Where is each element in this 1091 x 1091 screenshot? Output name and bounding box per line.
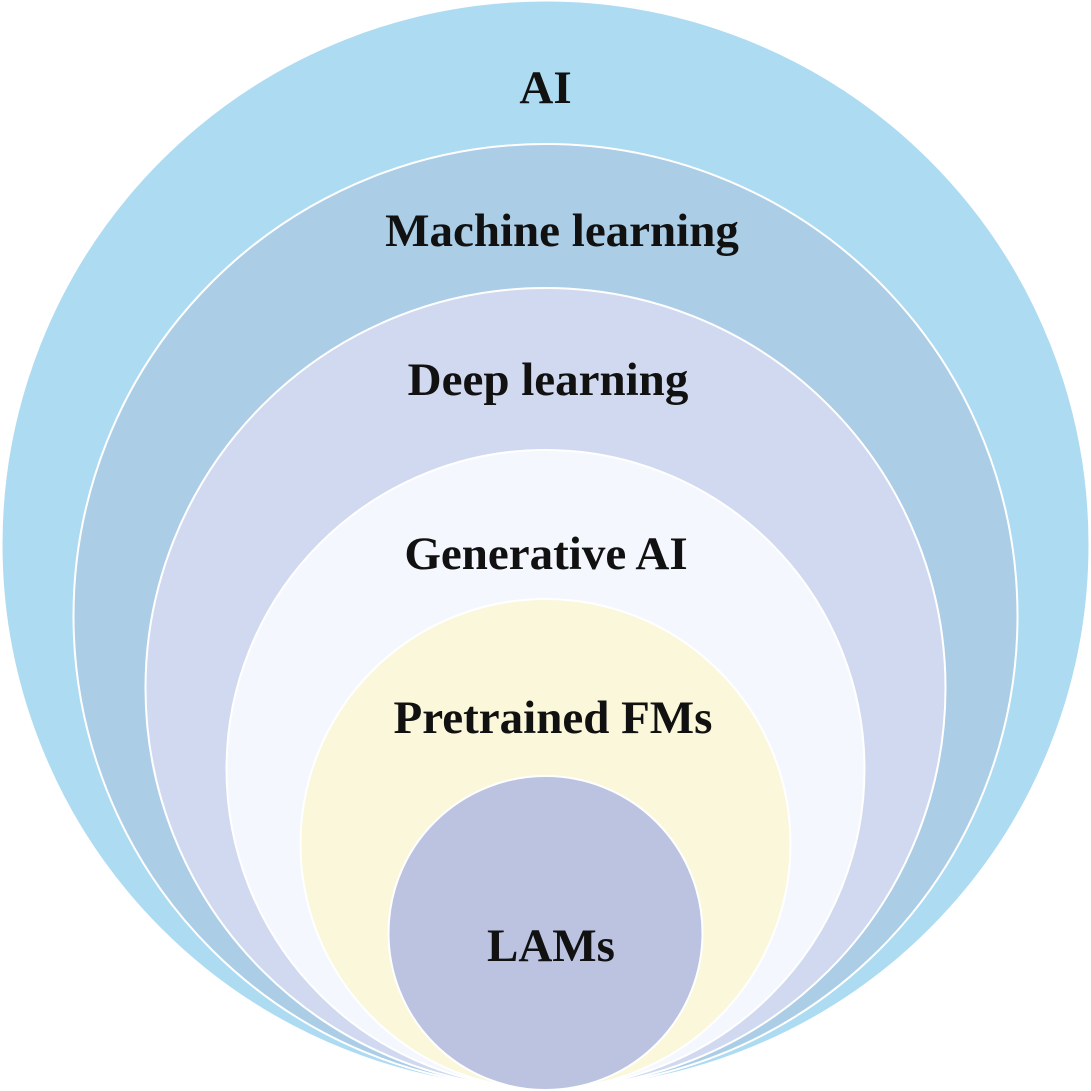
label-generative-ai: Generative AI [404,528,687,580]
circle-lams [387,775,704,1091]
label-pretrained-fms: Pretrained FMs [394,692,713,744]
label-lams: LAMs [487,920,615,972]
label-deep-learning: Deep learning [408,354,689,406]
label-ai: AI [519,62,571,114]
label-machine-learning: Machine learning [385,205,739,257]
